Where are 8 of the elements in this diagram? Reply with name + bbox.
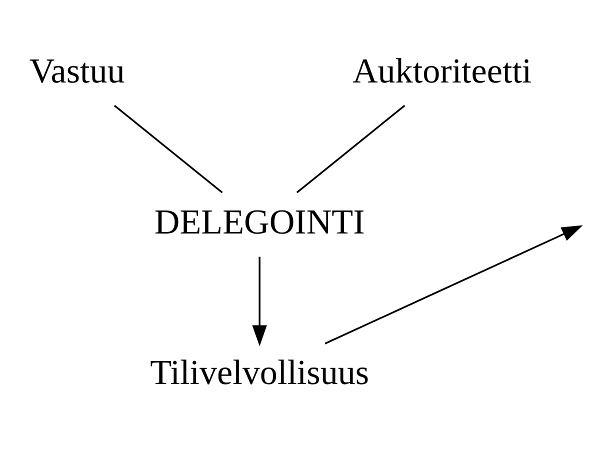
node-text: Vastuu	[29, 51, 125, 90]
connector	[114, 104, 223, 194]
arrow	[324, 225, 583, 344]
node-text: Tilivelvollisuus	[150, 353, 370, 392]
arrow	[252, 256, 267, 346]
node-text: DELEGOINTI	[154, 202, 365, 242]
node-text: Auktoriteetti	[352, 51, 532, 90]
connector	[296, 104, 406, 194]
